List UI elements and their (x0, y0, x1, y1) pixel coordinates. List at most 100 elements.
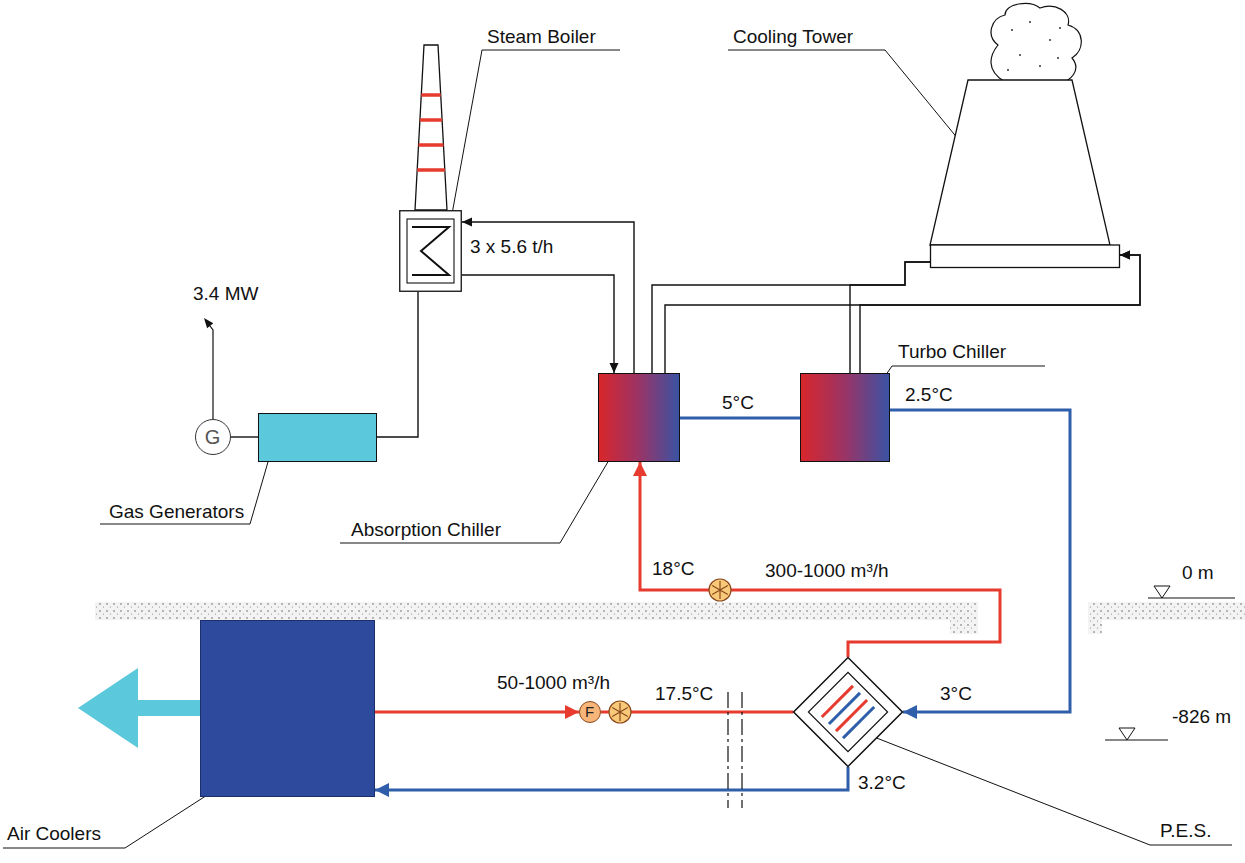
exchanger-casing (794, 658, 903, 767)
exchanger-body (794, 658, 903, 767)
arrow-head (375, 783, 389, 797)
steam-plume (991, 4, 1081, 82)
exchanger-plate (843, 707, 874, 738)
pipe-connector-group (462, 218, 634, 374)
cooling-tower: Cooling Tower (930, 80, 1120, 268)
cooling-tower-outline (930, 80, 1120, 268)
chimney-stripe (420, 118, 442, 122)
plume-dot (1029, 21, 1031, 23)
leader-line (340, 455, 612, 543)
node-label: Air Coolers (7, 823, 101, 845)
flow-meter: F (579, 701, 601, 723)
annotation-label: 300-1000 m³/h (765, 560, 889, 582)
boiler-casing (400, 211, 462, 292)
pipe-value-label: 18°C (652, 558, 694, 580)
chimney-stripe (419, 143, 444, 147)
exchanger-plate (822, 686, 853, 717)
ground-band (1088, 602, 1245, 634)
arrow-head (610, 363, 619, 373)
plume-dot (1011, 29, 1013, 31)
pipe-value-label: 5°C (722, 392, 754, 414)
pipe-connector-group (377, 292, 418, 437)
node-label: Gas Generators (109, 501, 244, 523)
power-arrow-head (204, 318, 213, 328)
arrow-head (903, 705, 917, 719)
chimney (415, 45, 447, 210)
level-triangle (1119, 728, 1135, 740)
plume-outline (991, 4, 1081, 82)
pipe-connector-group (890, 410, 1070, 719)
generator-symbol: G (195, 419, 231, 455)
pipe-connector (462, 275, 614, 373)
pump-symbol (609, 701, 631, 723)
heat-exchanger: P.E.S. (793, 657, 903, 767)
leader-line (100, 455, 270, 524)
power-arrow-line (207, 322, 213, 419)
chimney-stripe (417, 168, 445, 172)
pipe-connector (231, 436, 258, 437)
level-marks (1105, 586, 1235, 740)
break-line (741, 692, 742, 808)
pipe-connector (462, 222, 634, 373)
pump-star (612, 703, 628, 721)
power-output-arrow (204, 318, 213, 419)
pipe-connector-group (375, 705, 579, 719)
arrow-head (1120, 251, 1130, 260)
pipe-connector (652, 262, 930, 373)
pipe-connector (680, 417, 800, 420)
pipe-connector-group (665, 251, 1140, 374)
leader-line (874, 737, 1232, 845)
gas-generator-box: Gas Generators (258, 413, 377, 462)
break-line (727, 692, 728, 808)
pump-circle (609, 701, 631, 723)
plume-dot (1059, 27, 1061, 29)
pipe-connector (640, 462, 1000, 657)
pipe-connector-group (652, 262, 930, 373)
pipe-connector-group (860, 251, 1140, 374)
level-triangle (1154, 586, 1170, 598)
level-line (1105, 740, 1168, 741)
pipe-value-label: 17.5°C (655, 683, 713, 705)
pipe-connector (375, 711, 579, 714)
tower-basin (931, 245, 1120, 268)
pipe-value-label: 2.5°C (905, 384, 953, 406)
pipe-connector (375, 767, 848, 790)
node-label: P.E.S. (1160, 820, 1211, 842)
chimney-stripe (421, 93, 440, 97)
arrow-head (1120, 251, 1130, 260)
arrow-head (633, 462, 647, 476)
break-marks (728, 692, 742, 808)
arrow-head (462, 218, 472, 227)
ground-band (1088, 602, 1245, 634)
tower-shell (930, 80, 1110, 245)
boiler-inner (407, 219, 454, 283)
chimney-body (415, 45, 447, 210)
pipe-connector-group (633, 462, 1000, 657)
pump-star (712, 581, 728, 599)
annotation-label: 0 m (1182, 562, 1214, 584)
air-outflow-arrow (78, 668, 200, 748)
pipe-value-label: 50-1000 m³/h (497, 672, 610, 694)
node-label: Cooling Tower (733, 26, 853, 48)
node-label: G (205, 426, 221, 448)
plume-dot (1007, 69, 1009, 71)
arrow-head (565, 705, 579, 719)
pipe-connector (890, 410, 1070, 712)
pipe-value-label: 3.2°C (858, 772, 906, 794)
node-label: Steam Boiler (487, 26, 596, 48)
exchanger-plate (836, 700, 867, 731)
turbo-chiller: Turbo Chiller (800, 373, 890, 462)
pipe-connector-group (231, 437, 258, 438)
pipe-connector-group (462, 275, 619, 373)
annotation-label: -826 m (1172, 706, 1231, 728)
plume-dot (1057, 57, 1059, 59)
exchanger-plate (829, 693, 860, 724)
pipe-connector-group (375, 767, 848, 797)
pipe-value-label: 3 x 5.6 t/h (470, 236, 553, 258)
absorption-chiller: Absorption Chiller (598, 373, 680, 462)
pipe-connector (665, 255, 1140, 373)
pipe-connector (377, 292, 418, 437)
pump-symbol (709, 579, 731, 601)
plume-dot (1019, 54, 1021, 56)
plume-dot (1049, 39, 1051, 41)
